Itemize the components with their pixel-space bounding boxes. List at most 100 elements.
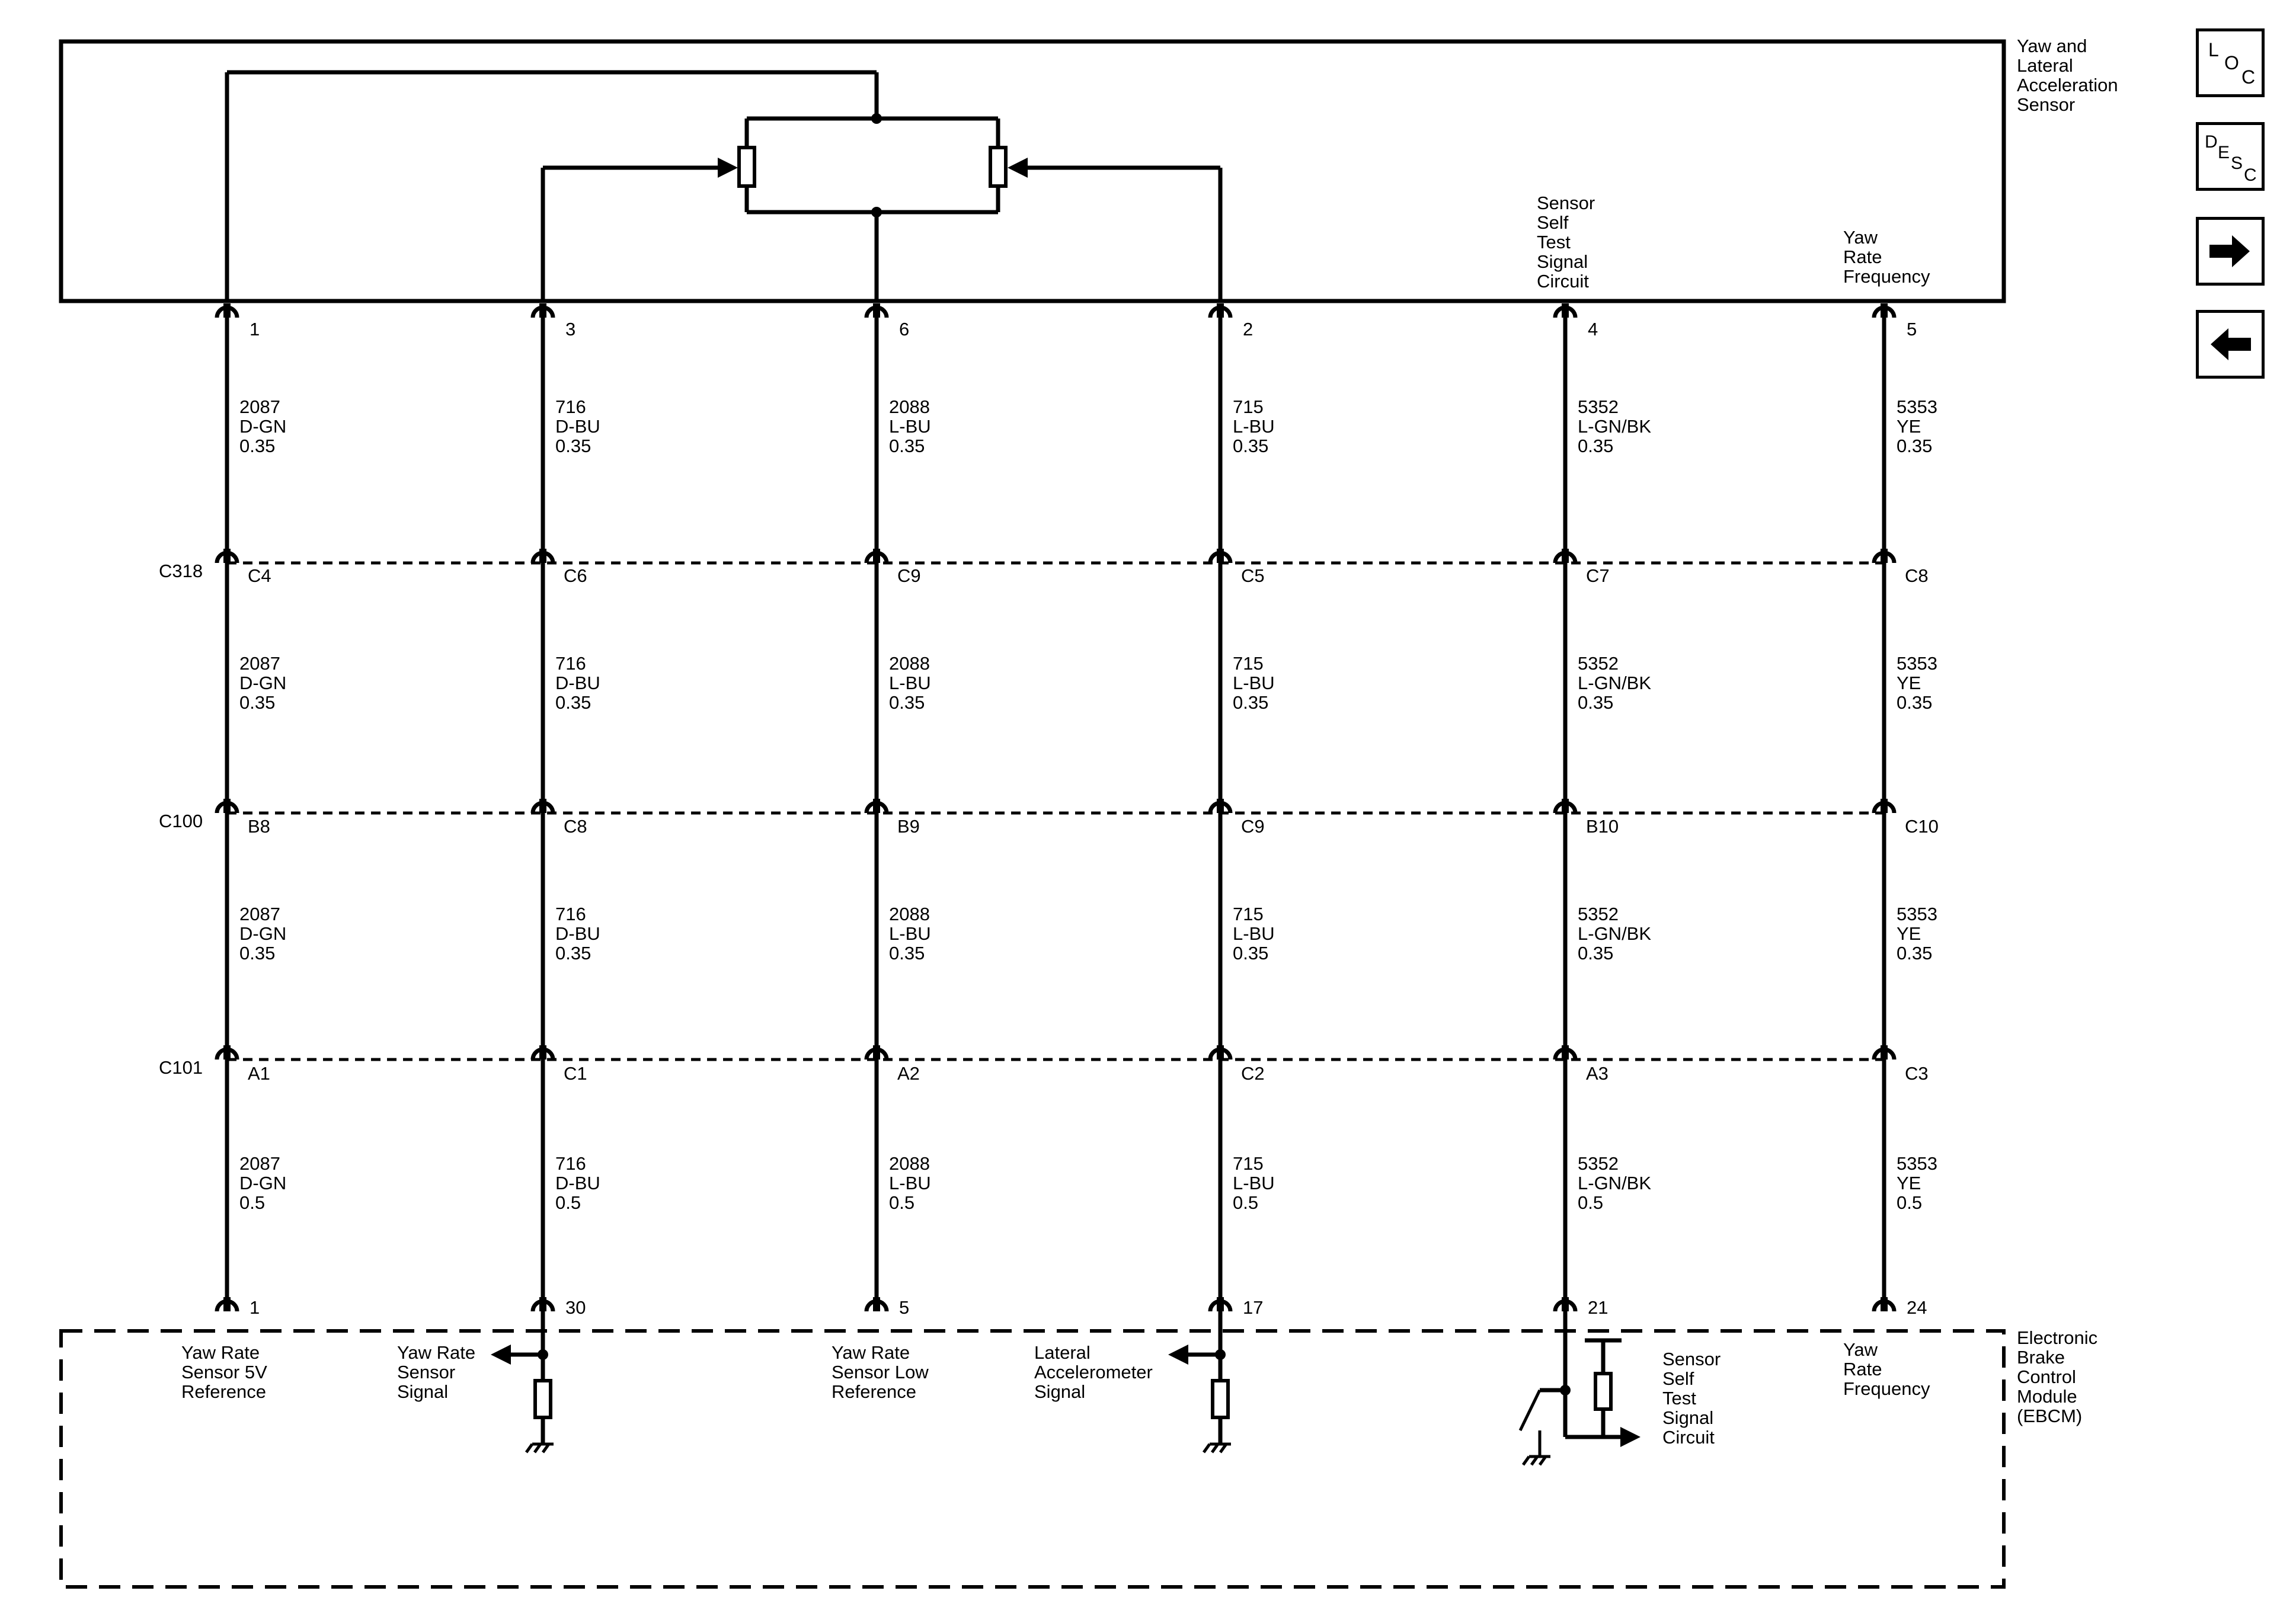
connector-terminal — [1208, 1045, 1233, 1060]
sensor-pin-label-line: Test — [1537, 232, 1571, 252]
wire-color: L-BU — [889, 1173, 931, 1193]
connector-terminal — [1553, 549, 1578, 564]
wire-color: L-BU — [1233, 416, 1275, 437]
ground-symbol — [525, 1442, 554, 1454]
sensor-name-line: Lateral — [2017, 55, 2073, 76]
ebcm-pin-label-line: Lateral — [1034, 1342, 1091, 1363]
junction-dot — [1560, 1385, 1571, 1395]
sensor-terminal — [215, 303, 239, 318]
next-page-button[interactable] — [2196, 217, 2265, 286]
sensor-terminal — [1872, 303, 1897, 318]
ebcm-pin-label-line: Sensor 5V — [181, 1362, 267, 1382]
wire-color: D-GN — [239, 673, 286, 693]
connector-terminal — [1553, 1045, 1578, 1060]
module-pin-number: 30 — [565, 1297, 586, 1318]
module-pin-number: 5 — [899, 1297, 909, 1318]
connector-pin-number: A1 — [248, 1063, 270, 1084]
module-terminal — [530, 1297, 555, 1312]
previous-page-button[interactable] — [2196, 310, 2265, 379]
wire-size: 0.35 — [1233, 692, 1268, 713]
ebcm-pin-label-line: Sensor — [1662, 1349, 1721, 1369]
wire-color: YE — [1897, 1173, 1921, 1193]
ebcm-pin-label-line: Self — [1662, 1368, 1694, 1389]
sensing-element-right — [989, 146, 1008, 188]
connector-terminal — [530, 799, 555, 814]
loc-button[interactable]: L O C — [2196, 28, 2265, 97]
pull-down-resistor — [533, 1379, 552, 1419]
connector-pin-number: A2 — [897, 1063, 920, 1084]
sensor-pin-label-line: Circuit — [1537, 271, 1589, 292]
ebcm-pin-label-line: Frequency — [1843, 1378, 1930, 1399]
ebcm-pin-label-line: Signal — [1034, 1381, 1085, 1402]
connector-pin-number: C8 — [564, 816, 587, 837]
ebcm-pin-label-line: Accelerometer — [1034, 1362, 1153, 1382]
connector-terminal — [1553, 799, 1578, 814]
connector-pin-number: C9 — [1241, 816, 1265, 837]
wire-color: L-GN/BK — [1578, 673, 1651, 693]
connector-pin-number: B9 — [897, 816, 920, 837]
connector-terminal — [215, 549, 239, 564]
desc-letter-2: E — [2218, 143, 2230, 162]
connector-pin-number: C9 — [897, 565, 921, 586]
connector-terminal — [864, 549, 889, 564]
connector-terminal — [530, 549, 555, 564]
connector-pin-number: C10 — [1905, 816, 1939, 837]
circuit-number: 715 — [1233, 1153, 1264, 1174]
circuit-number: 715 — [1233, 653, 1264, 674]
wire-size: 0.35 — [1897, 436, 1932, 456]
connector-pin-number: C3 — [1905, 1063, 1929, 1084]
circuit-number: 5352 — [1578, 904, 1619, 924]
ebcm-pin-label-line: Reference — [181, 1381, 266, 1402]
wire-size: 0.35 — [1578, 692, 1613, 713]
connector-terminal — [864, 799, 889, 814]
pull-up-resistor — [1594, 1372, 1613, 1411]
circuit-number: 715 — [1233, 396, 1264, 417]
wire-size: 0.5 — [889, 1192, 914, 1213]
circuit-number: 2088 — [889, 396, 930, 417]
desc-letter-3: S — [2231, 153, 2243, 173]
sensor-name-line: Sensor — [2017, 94, 2075, 115]
arrow-right-icon — [2209, 235, 2250, 267]
ebcm-pin-label-line: Test — [1662, 1388, 1696, 1409]
circuit-number: 716 — [555, 653, 586, 674]
sensor-pin-number: 1 — [250, 319, 260, 340]
circuit-number: 5353 — [1897, 653, 1937, 674]
sensor-pin-label-line: Signal — [1537, 251, 1588, 272]
wire-size: 0.35 — [889, 692, 925, 713]
ebcm-name-line: Electronic — [2017, 1327, 2097, 1348]
wire-color: YE — [1897, 416, 1921, 437]
wire-color: L-BU — [1233, 1173, 1275, 1193]
switch-contact-wire — [1518, 1389, 1542, 1432]
connector-pin-number: C5 — [1241, 565, 1265, 586]
loc-letter-3: C — [2241, 66, 2255, 88]
ebcm-pin-label-line: Sensor Low — [832, 1362, 929, 1382]
ebcm-pin-label-line: Yaw Rate — [832, 1342, 910, 1363]
connector-pin-number: C8 — [1905, 565, 1929, 586]
ebcm-name-line: Control — [2017, 1366, 2076, 1387]
circuit-number: 5353 — [1897, 396, 1937, 417]
loc-letter-1: L — [2208, 39, 2219, 60]
wire-size: 0.35 — [555, 692, 591, 713]
ebcm-pin-label-line: Signal — [1662, 1407, 1713, 1428]
ebcm-pin-label-line: Yaw — [1843, 1339, 1878, 1360]
sensor-pin-number: 6 — [899, 319, 909, 340]
wire-color: D-BU — [555, 1173, 600, 1193]
ebcm-pin-label-line: Yaw Rate — [397, 1342, 475, 1363]
connector-pin-number: B8 — [248, 816, 270, 837]
wire-size: 0.5 — [1233, 1192, 1258, 1213]
circuit-number: 2087 — [239, 653, 280, 674]
wire-color: D-BU — [555, 416, 600, 437]
circuit-number: 716 — [555, 396, 586, 417]
desc-button[interactable]: D E S C — [2196, 122, 2265, 191]
connector-pin-number: C1 — [564, 1063, 587, 1084]
wire-color: L-GN/BK — [1578, 1173, 1651, 1193]
connector-pin-number: C2 — [1241, 1063, 1265, 1084]
wire-size: 0.5 — [555, 1192, 581, 1213]
connector-name: C318 — [159, 561, 203, 581]
connector-pin-number: C7 — [1586, 565, 1610, 586]
wire-color: L-BU — [889, 416, 931, 437]
module-pin-number: 1 — [250, 1297, 260, 1318]
module-terminal — [1208, 1297, 1233, 1312]
wire-color: L-BU — [889, 923, 931, 944]
